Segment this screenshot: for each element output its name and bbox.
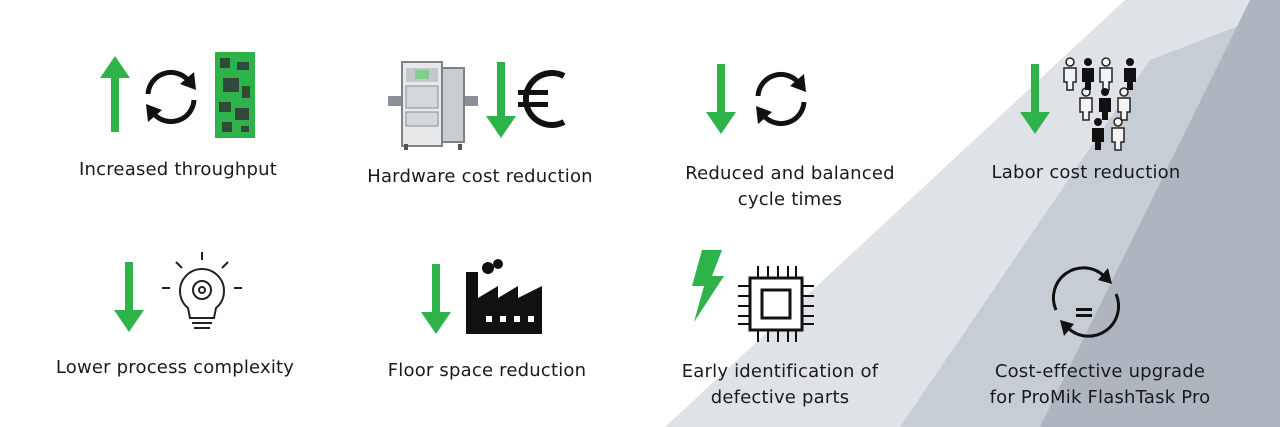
- benefit-label-line: Early identification of: [681, 361, 879, 382]
- down-arrow-icon: [1020, 64, 1050, 134]
- circuit-board-icon: [215, 52, 255, 138]
- up-arrow-icon: [100, 56, 130, 132]
- benefit-label: Cost-effective upgrade for ProMik FlashT…: [960, 359, 1240, 411]
- machine-icon: [388, 61, 478, 150]
- benefit-label-line: Cost-effective upgrade: [994, 361, 1206, 382]
- chip-icon: [738, 266, 814, 342]
- down-arrow-icon: [706, 64, 736, 134]
- euro-icon: [518, 70, 566, 128]
- benefit-label: Lower process complexity: [55, 357, 295, 378]
- down-arrow-icon: [114, 262, 144, 332]
- lightning-icon: [692, 250, 724, 322]
- benefit-label-line: Reduced and balanced: [685, 163, 895, 184]
- benefit-label-line: defective parts: [710, 387, 850, 408]
- benefit-label-line: for ProMik FlashTask Pro: [989, 387, 1211, 408]
- benefit-label: Hardware cost reduction: [367, 166, 593, 187]
- cycle-icon: [145, 69, 197, 125]
- down-arrow-icon: [421, 264, 451, 334]
- benefit-label: Reduced and balanced cycle times: [660, 161, 920, 213]
- cycle-icon: [755, 71, 807, 127]
- benefit-label-line: cycle times: [737, 189, 843, 210]
- benefit-label: Floor space reduction: [387, 360, 587, 381]
- benefit-label: Labor cost reduction: [991, 162, 1181, 183]
- factory-icon: [466, 259, 542, 334]
- lightbulb-gear-icon: [162, 252, 242, 329]
- benefit-label: Early identification of defective parts: [650, 359, 910, 411]
- upgrade-cycle-icon: [1051, 266, 1121, 338]
- down-arrow-icon: [486, 62, 516, 138]
- workers-icon: [1063, 57, 1136, 151]
- benefit-label: Increased throughput: [79, 159, 277, 180]
